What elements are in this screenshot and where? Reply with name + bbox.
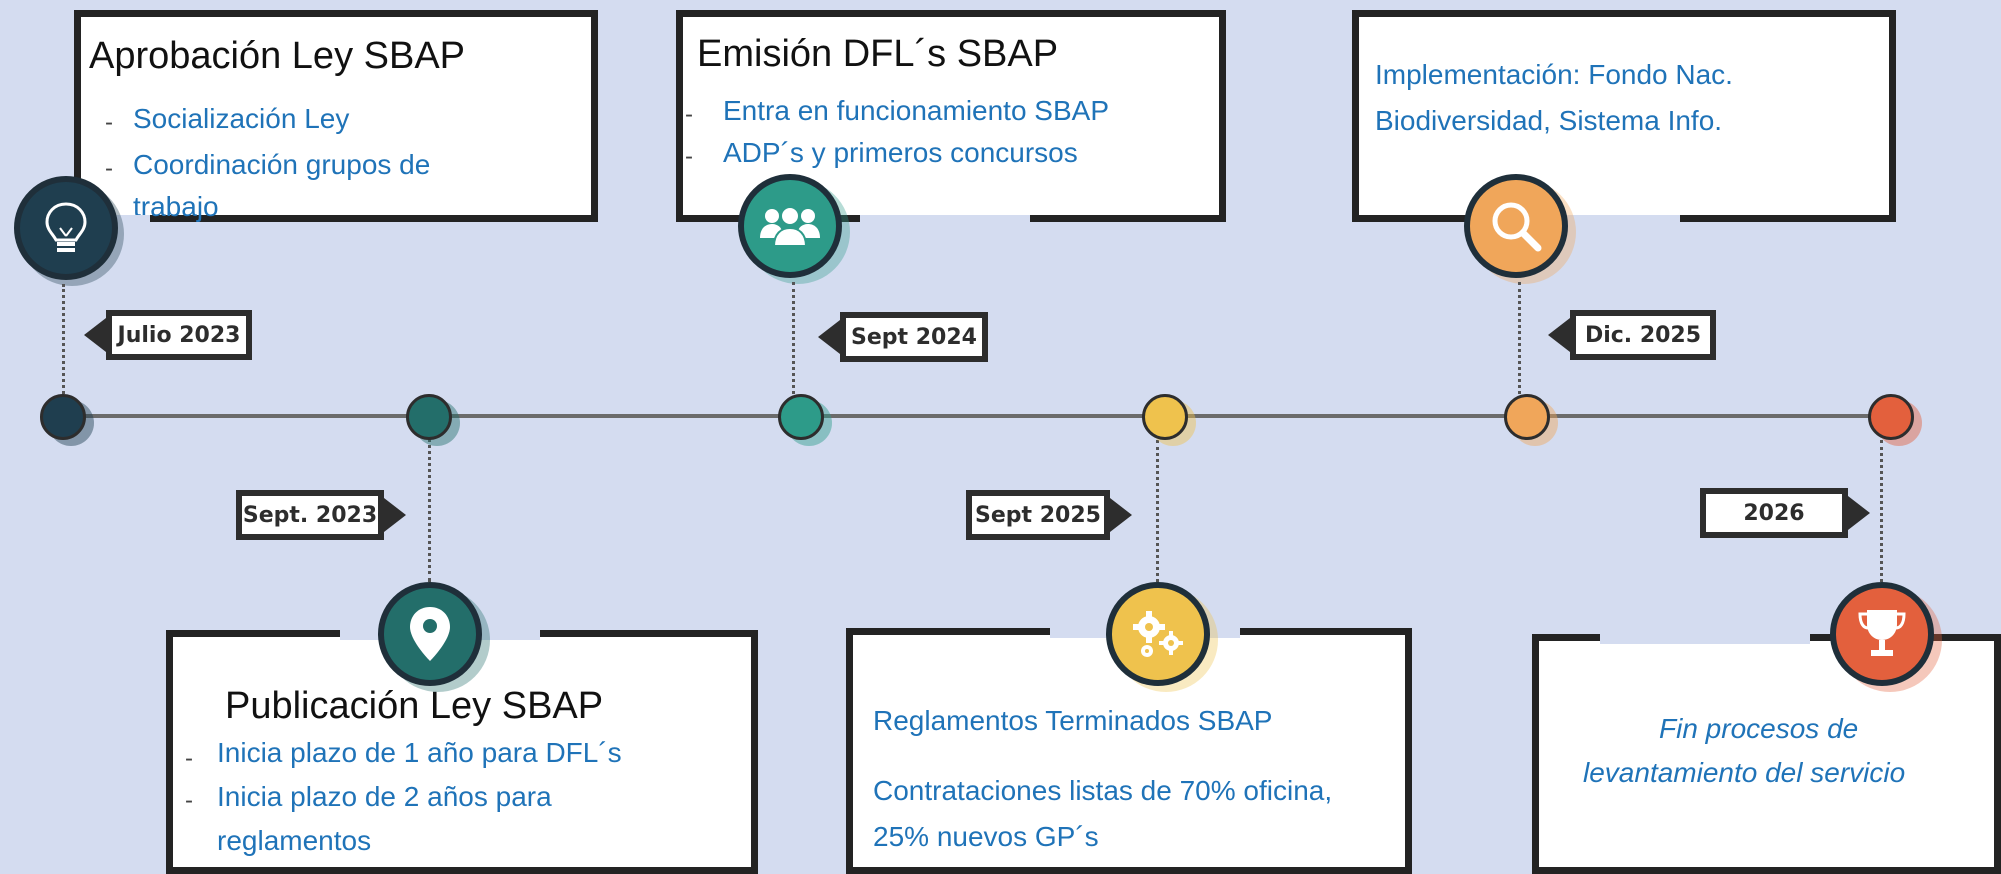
bullet-dash: - (685, 143, 693, 170)
border-gap (1600, 634, 1810, 644)
date-pointer (1848, 496, 1870, 530)
gears-icon (1106, 582, 1210, 686)
milestone-dot (1868, 394, 1914, 440)
people-group-icon (738, 174, 842, 278)
milestone-dot (778, 394, 824, 440)
card-item: Entra en funcionamiento SBAP (723, 95, 1110, 126)
card-item: Contrataciones listas de 70% oficina, (873, 775, 1333, 806)
connector-line (1880, 440, 1883, 582)
date-pointer (1548, 318, 1570, 352)
card-title: Publicación Ley SBAP (225, 685, 604, 727)
bullet-dash: - (105, 155, 113, 182)
bullet-dash: - (185, 745, 193, 772)
milestone-dot (406, 394, 452, 440)
bullet-dash: - (685, 101, 693, 128)
date-pointer (84, 318, 106, 352)
card-item: Inicia plazo de 2 años para (217, 781, 552, 812)
date-label: 2026 (1700, 488, 1848, 538)
card-title: Aprobación Ley SBAP (89, 35, 466, 77)
connector-line (1518, 282, 1521, 394)
lightbulb-icon (14, 176, 118, 280)
milestone-dot (1142, 394, 1188, 440)
milestone-dot (40, 394, 86, 440)
card-item: Biodiversidad, Sistema Info. (1375, 105, 1723, 136)
bullet-dash: - (185, 787, 193, 814)
timeline-axis (62, 414, 1892, 418)
border-gap (1540, 215, 1680, 225)
date-label: Sept 2024 (840, 312, 988, 362)
date-label: Sept 2025 (966, 490, 1110, 540)
milestone-card-aprobacion: Aprobación Ley SBAP - Socialización Ley … (74, 10, 598, 222)
card-item: Fin procesos de (1659, 713, 1859, 744)
card-item: Coordinación grupos de (133, 149, 431, 180)
card-item: 25% nuevos GP´s (873, 821, 1099, 852)
milestone-dot (1504, 394, 1550, 440)
card-item: Reglamentos Terminados SBAP (873, 705, 1273, 736)
card-item: Socialización Ley (133, 103, 350, 134)
card-item: ADP´s y primeros concursos (723, 137, 1078, 168)
date-label: Sept. 2023 (236, 490, 384, 540)
card-item: reglamentos (217, 825, 372, 856)
border-gap (100, 215, 150, 225)
connector-line (792, 282, 795, 394)
date-label: Julio 2023 (106, 310, 252, 360)
card-item: levantamiento del servicio (1583, 757, 1906, 788)
milestone-card-implementacion: Implementación: Fondo Nac. Biodiversidad… (1352, 10, 1896, 222)
card-item: Inicia plazo de 1 año para DFL´s (217, 737, 622, 768)
magnifier-icon (1464, 174, 1568, 278)
date-pointer (384, 498, 406, 532)
connector-line (428, 438, 431, 582)
date-label: Dic. 2025 (1570, 310, 1716, 360)
date-pointer (1110, 498, 1132, 532)
card-title: Emisión DFL´s SBAP (697, 33, 1059, 75)
connector-line (62, 284, 65, 394)
border-gap (860, 215, 1030, 225)
map-pin-icon (378, 582, 482, 686)
connector-line (1156, 440, 1159, 582)
date-pointer (818, 320, 840, 354)
bullet-dash: - (105, 109, 113, 136)
trophy-icon (1830, 582, 1934, 686)
card-item: Implementación: Fondo Nac. (1375, 59, 1733, 90)
